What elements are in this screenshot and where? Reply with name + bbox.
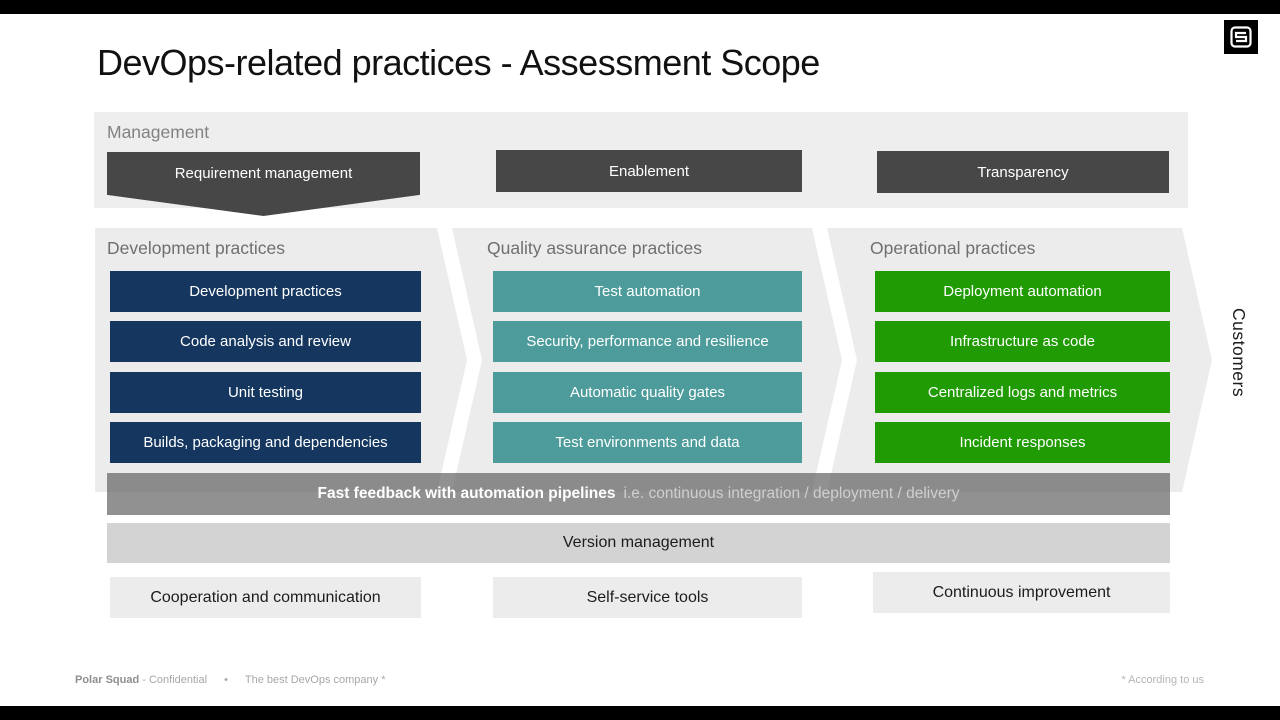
practice-box-development-practices: Development practices bbox=[110, 271, 421, 312]
practice-box-incident-responses: Incident responses bbox=[875, 422, 1170, 463]
fast-feedback-band: Fast feedback with automation pipelines … bbox=[107, 473, 1170, 515]
customers-label: Customers bbox=[1229, 308, 1249, 398]
practice-box-centralized-logs-and-metrics: Centralized logs and metrics bbox=[875, 372, 1170, 413]
practice-box-deployment-automation: Deployment automation bbox=[875, 271, 1170, 312]
practice-box-builds-packaging-dependencies: Builds, packaging and dependencies bbox=[110, 422, 421, 463]
management-item-transparency: Transparency bbox=[877, 151, 1169, 193]
fast-feedback-label: Fast feedback with automation pipelines bbox=[317, 485, 616, 502]
slide-title: DevOps-related practices - Assessment Sc… bbox=[97, 42, 820, 83]
version-management-band: Version management bbox=[107, 523, 1170, 563]
practice-box-security-performance-resilience: Security, performance and resilience bbox=[493, 321, 802, 362]
footer-separator: • bbox=[224, 674, 228, 686]
bottom-box-continuous-improvement: Continuous improvement bbox=[873, 572, 1170, 613]
management-item-enablement: Enablement bbox=[496, 150, 802, 192]
fast-feedback-sublabel: i.e. continuous integration / deployment… bbox=[623, 485, 960, 502]
logo-icon bbox=[1230, 26, 1252, 48]
practice-box-test-automation: Test automation bbox=[493, 271, 802, 312]
management-label: Management bbox=[107, 122, 210, 142]
footer-note: * According to us bbox=[1121, 674, 1204, 686]
operational-practices-header: Operational practices bbox=[870, 238, 1036, 258]
footer-left: Polar Squad - Confidential • The best De… bbox=[75, 674, 385, 686]
practice-box-unit-testing: Unit testing bbox=[110, 372, 421, 413]
polar-squad-logo bbox=[1224, 20, 1258, 54]
top-border-bar bbox=[0, 0, 1280, 14]
footer-brand: Polar Squad bbox=[75, 674, 140, 686]
practice-box-code-analysis-and-review: Code analysis and review bbox=[110, 321, 421, 362]
development-practices-header: Development practices bbox=[107, 238, 285, 258]
bottom-box-self-service-tools: Self-service tools bbox=[493, 577, 802, 618]
footer-tagline: The best DevOps company * bbox=[244, 674, 386, 686]
bottom-box-cooperation-and-communication: Cooperation and communication bbox=[110, 577, 421, 618]
management-item-label: Requirement management bbox=[174, 165, 353, 182]
quality-assurance-header: Quality assurance practices bbox=[487, 238, 702, 258]
practice-box-infrastructure-as-code: Infrastructure as code bbox=[875, 321, 1170, 362]
practice-box-automatic-quality-gates: Automatic quality gates bbox=[493, 372, 802, 413]
footer-confidential: - Confidential bbox=[142, 674, 208, 686]
practice-box-test-environments-and-data: Test environments and data bbox=[493, 422, 802, 463]
bottom-border-bar bbox=[0, 706, 1280, 720]
